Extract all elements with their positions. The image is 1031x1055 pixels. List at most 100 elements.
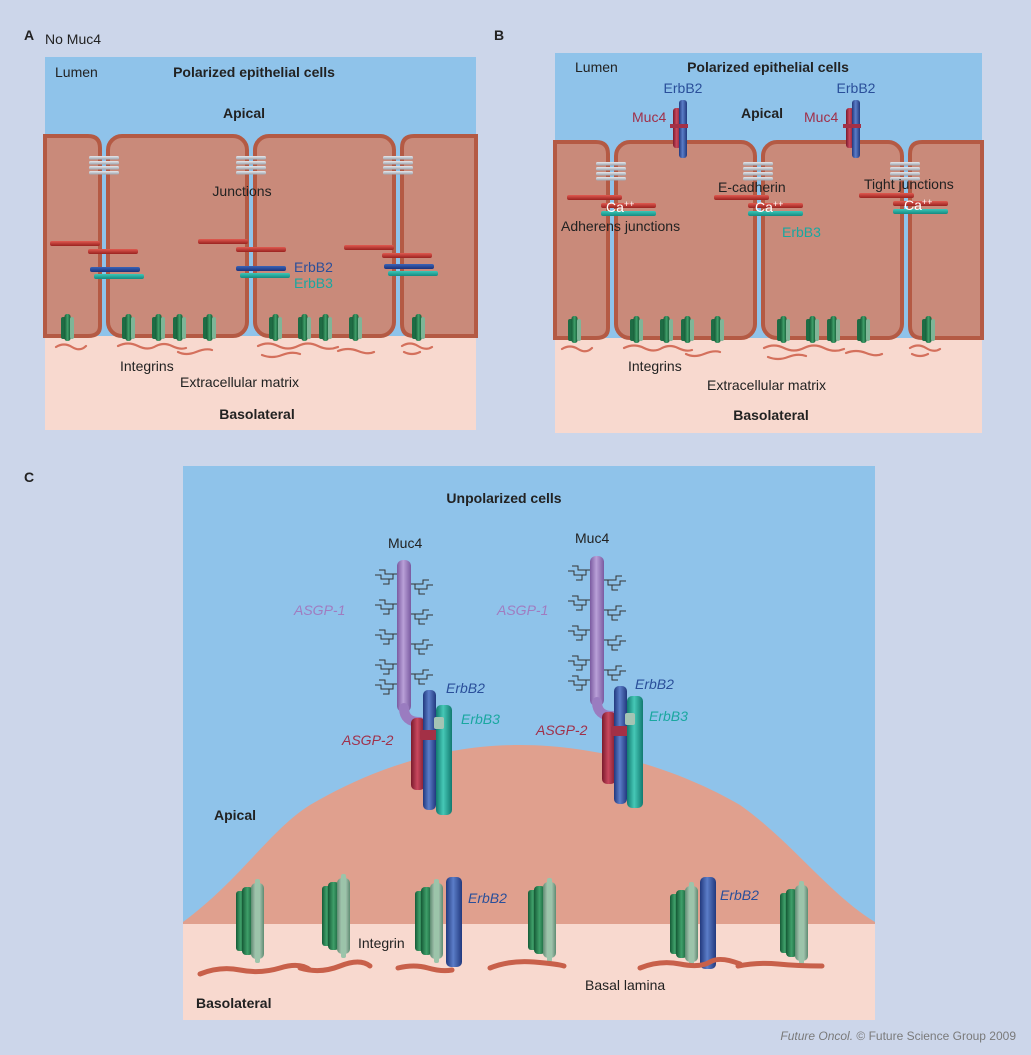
erbb3-bar bbox=[893, 209, 948, 214]
panel-c-asgp1-1: ASGP-1 bbox=[293, 602, 345, 618]
e-cadherin bbox=[893, 201, 948, 206]
erbb3-knob bbox=[625, 713, 635, 725]
erbb2-bar bbox=[384, 264, 434, 269]
panel-c-title: Unpolarized cells bbox=[446, 490, 561, 506]
integrin bbox=[777, 316, 790, 343]
e-cadherin bbox=[567, 195, 622, 200]
integrin bbox=[412, 314, 425, 341]
panel-c-erbb2-basal-2: ErbB2 bbox=[720, 887, 759, 903]
integrin bbox=[660, 316, 673, 343]
panel-c-integrin: Integrin bbox=[358, 935, 405, 951]
integrin-large bbox=[236, 879, 264, 963]
credit-line: Future Oncol. © Future Science Group 200… bbox=[780, 1029, 1016, 1043]
panel-b-cell bbox=[614, 140, 757, 340]
panel-b: B Lumen Polarized epithelial cells ErbB2… bbox=[494, 27, 984, 433]
e-cadherin bbox=[601, 203, 656, 208]
panel-a-cell bbox=[400, 134, 478, 338]
erbb2-bar bbox=[90, 267, 140, 272]
panel-b-cell bbox=[553, 140, 610, 340]
panel-c-asgp1-2: ASGP-1 bbox=[496, 602, 548, 618]
panel-a-cell bbox=[253, 134, 396, 338]
panel-b-ca-1: Ca++ bbox=[606, 199, 634, 215]
e-cadherin bbox=[748, 203, 803, 208]
panel-a-lumen bbox=[45, 57, 476, 142]
panel-a-cell bbox=[106, 134, 249, 338]
panel-c-erbb2-1: ErbB2 bbox=[446, 680, 485, 696]
erbb3-receptor bbox=[436, 705, 452, 815]
e-cadherin bbox=[859, 193, 914, 198]
integrin-large bbox=[322, 874, 350, 958]
e-cadherin bbox=[198, 239, 248, 244]
integrin bbox=[152, 314, 165, 341]
panel-b-matrix bbox=[555, 338, 982, 433]
panel-a-erbb3: ErbB3 bbox=[294, 275, 333, 291]
erbb3-receptor bbox=[627, 696, 643, 808]
panel-b-letter: B bbox=[494, 27, 504, 43]
panel-a-junctions: Junctions bbox=[212, 183, 271, 199]
panel-b-erbb2-left: ErbB2 bbox=[664, 80, 703, 96]
panel-b-erbb2-right: ErbB2 bbox=[837, 80, 876, 96]
integrin bbox=[203, 314, 216, 341]
erbb2-bar bbox=[236, 266, 286, 271]
panel-b-ecm: Extracellular matrix bbox=[707, 377, 826, 393]
integrin bbox=[681, 316, 694, 343]
panel-a-subtitle: No Muc4 bbox=[45, 31, 101, 47]
e-cadherin bbox=[382, 253, 432, 258]
muc4-erbb2-complex bbox=[843, 100, 861, 158]
panel-c-letter: C bbox=[24, 469, 34, 485]
integrin bbox=[857, 316, 870, 343]
panel-a-letter: A bbox=[24, 27, 34, 43]
integrin bbox=[173, 314, 186, 341]
integrin bbox=[122, 314, 135, 341]
e-cadherin bbox=[344, 245, 394, 250]
asgp2-link bbox=[420, 730, 440, 740]
muc4-erbb2-complex bbox=[670, 100, 688, 158]
panel-c-erbb2-basal-1: ErbB2 bbox=[468, 890, 507, 906]
panel-b-muc4-right: Muc4 bbox=[804, 109, 838, 125]
panel-a-cell bbox=[43, 134, 102, 338]
asgp2 bbox=[411, 718, 425, 790]
panel-c-erbb2-2: ErbB2 bbox=[635, 676, 674, 692]
integrin bbox=[298, 314, 311, 341]
panel-b-apical: Apical bbox=[741, 105, 783, 121]
panel-c-asgp2-2: ASGP-2 bbox=[535, 722, 588, 738]
panel-b-cell bbox=[761, 140, 904, 340]
integrin bbox=[711, 316, 724, 343]
panel-b-tight-junctions: Tight junctions bbox=[864, 176, 954, 192]
panel-c-asgp2-1: ASGP-2 bbox=[341, 732, 394, 748]
integrin bbox=[349, 314, 362, 341]
erbb2-basal bbox=[700, 877, 716, 969]
integrin bbox=[568, 316, 581, 343]
erbb3-bar bbox=[94, 274, 144, 279]
asgp1-stalk bbox=[397, 560, 411, 712]
panel-c-muc4-2: Muc4 bbox=[575, 530, 609, 546]
panel-c: C Unpolarized cells Muc4 Muc4 ASGP-1 ASG… bbox=[24, 466, 875, 1020]
panel-c-basolateral: Basolateral bbox=[196, 995, 271, 1011]
e-cadherin bbox=[714, 195, 769, 200]
erbb3-bar bbox=[240, 273, 290, 278]
panel-a-basolateral: Basolateral bbox=[219, 406, 294, 422]
panel-a-title: Polarized epithelial cells bbox=[173, 64, 335, 80]
integrin bbox=[269, 314, 282, 341]
panel-b-adherens: Adherens junctions bbox=[561, 218, 680, 234]
integrin bbox=[630, 316, 643, 343]
panel-b-ecadherin: E-cadherin bbox=[718, 179, 786, 195]
panel-b-ca-3: Ca++ bbox=[904, 197, 932, 213]
integrin bbox=[61, 314, 74, 341]
panel-c-muc4-1: Muc4 bbox=[388, 535, 422, 551]
muc4-complex bbox=[567, 556, 643, 808]
e-cadherin bbox=[50, 241, 100, 246]
panel-a: A No Muc4 Lumen Polarized epithelial cel… bbox=[24, 27, 478, 430]
panel-c-erbb3-1: ErbB3 bbox=[461, 711, 500, 727]
panel-b-cell bbox=[908, 140, 984, 340]
erbb3-knob bbox=[434, 717, 444, 729]
integrin-large bbox=[415, 879, 443, 963]
panel-a-integrins: Integrins bbox=[120, 358, 174, 374]
erbb2-basal bbox=[446, 877, 462, 967]
panel-b-muc4-left: Muc4 bbox=[632, 109, 666, 125]
integrin-large bbox=[528, 878, 556, 962]
panel-c-apical: Apical bbox=[214, 807, 256, 823]
asgp2-link bbox=[611, 726, 631, 736]
integrin bbox=[922, 316, 935, 343]
